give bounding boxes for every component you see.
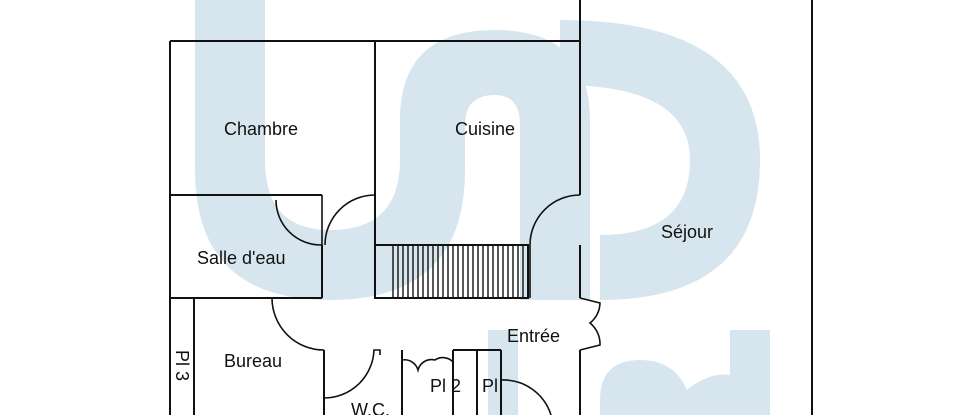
- stairs-outline: [374, 244, 529, 299]
- watermark-u-left: [195, 0, 330, 300]
- stair-treads: [392, 245, 524, 298]
- watermark-n: [330, 30, 590, 300]
- door-pl: [500, 379, 552, 415]
- door-chambre: [275, 195, 323, 246]
- door-bureau: [271, 297, 325, 351]
- door-salle-deau: [324, 194, 376, 246]
- door-cuisine: [529, 194, 581, 298]
- label-salle-deau: Salle d'eau: [197, 248, 286, 268]
- watermark-lower-d: [730, 330, 770, 415]
- watermark-d: [560, 20, 760, 300]
- label-sejour: Séjour: [661, 222, 713, 242]
- watermark-lower-a: [600, 360, 690, 415]
- label-pl: Pl: [482, 376, 498, 396]
- watermark-lower-bar: [488, 330, 518, 415]
- room-labels: Chambre Cuisine Séjour Salle d'eau Entré…: [172, 119, 713, 415]
- watermark-lower-d-bowl: [660, 374, 730, 415]
- stairs: [374, 244, 529, 299]
- door-entree: [579, 297, 601, 351]
- doors: [271, 194, 601, 415]
- label-chambre: Chambre: [224, 119, 298, 139]
- label-cuisine: Cuisine: [455, 119, 515, 139]
- label-pl2: Pl 2: [430, 376, 461, 396]
- walls: [169, 0, 813, 415]
- label-bureau: Bureau: [224, 351, 282, 371]
- door-pl2: [401, 356, 454, 374]
- door-wc: [323, 349, 381, 399]
- label-wc: W.C.: [351, 400, 390, 415]
- label-entree: Entrée: [507, 326, 560, 346]
- label-pl3: Pl 3: [172, 350, 192, 381]
- watermark-logo: [195, 0, 770, 415]
